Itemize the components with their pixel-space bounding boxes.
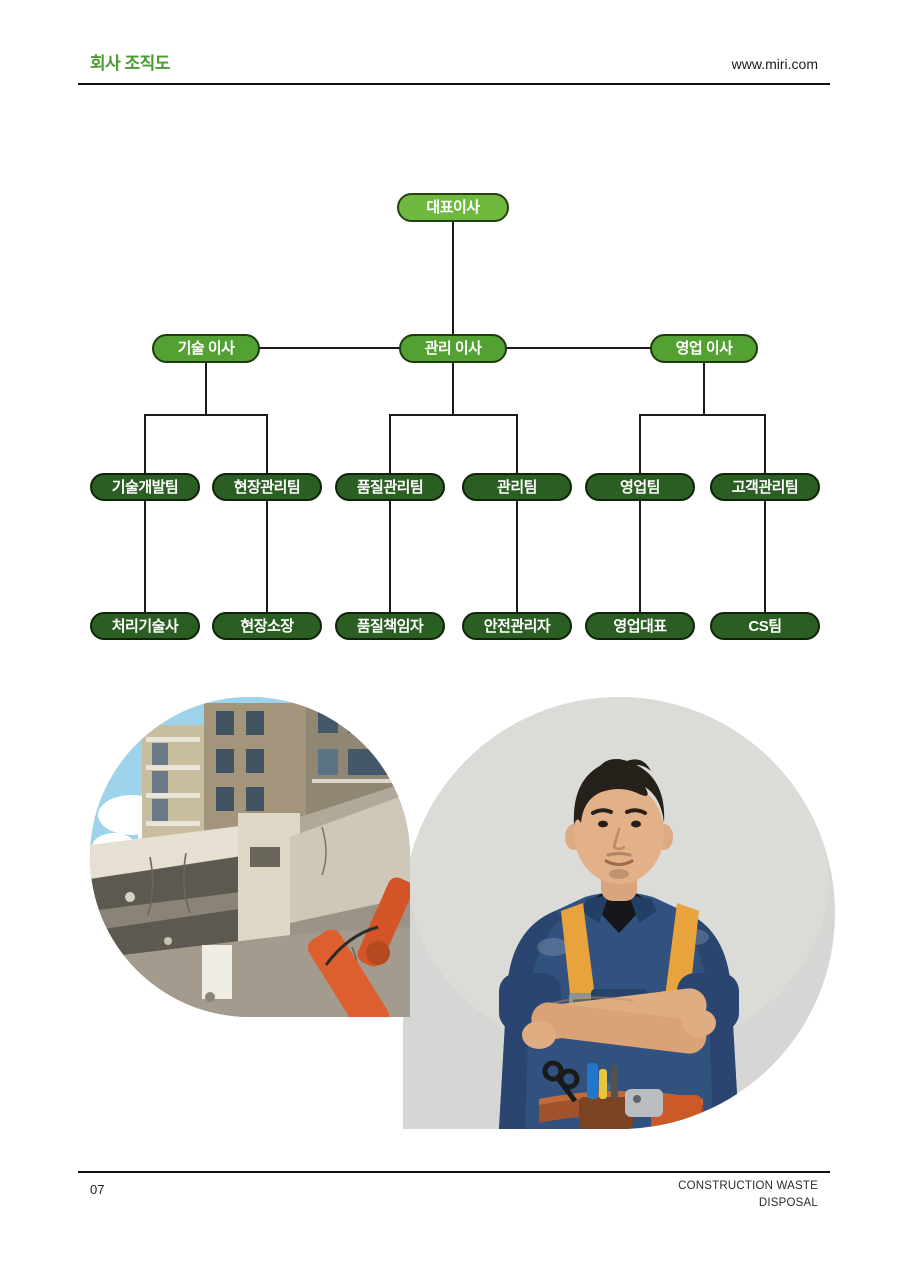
org-node-team-sales: 영업팀 xyxy=(585,473,695,501)
connector-line xyxy=(639,501,641,612)
connector-line xyxy=(703,363,705,416)
connector-line xyxy=(516,414,518,473)
worker-head xyxy=(565,759,673,901)
connector-line xyxy=(389,414,391,473)
org-node-role-sales-rep: 영업대표 xyxy=(585,612,695,640)
excavator-arm xyxy=(307,877,410,1017)
connector-line xyxy=(144,501,146,612)
org-node-role-safety-manager: 안전관리자 xyxy=(462,612,572,640)
connector-line xyxy=(205,363,207,416)
worker-portrait-photo xyxy=(403,697,835,1129)
header-website-text: www.miri.com xyxy=(731,56,818,72)
org-node-director-management: 관리 이사 xyxy=(399,334,507,363)
connector-line xyxy=(144,414,268,416)
connector-line xyxy=(764,501,766,612)
org-node-director-tech: 기술 이사 xyxy=(152,334,260,363)
demolition-site-photo xyxy=(90,697,410,1017)
org-node-role-site-manager: 현장소장 xyxy=(212,612,322,640)
footer-caption-line1: CONSTRUCTION WASTE xyxy=(678,1180,818,1192)
connector-line xyxy=(452,363,454,416)
org-node-director-sales: 영업 이사 xyxy=(650,334,758,363)
connector-line xyxy=(452,221,454,349)
connector-line xyxy=(764,414,766,473)
org-node-role-disposal-engineer: 처리기술사 xyxy=(90,612,200,640)
org-chart: 대표이사 기술 이사 관리 이사 영업 이사 기술개발팀 현장관리팀 품질관리팀… xyxy=(90,193,820,640)
org-node-team-quality: 품질관리팀 xyxy=(335,473,445,501)
connector-line xyxy=(639,414,641,473)
org-node-team-customer: 고객관리팀 xyxy=(710,473,820,501)
connector-line xyxy=(516,501,518,612)
footer-divider xyxy=(78,1171,830,1173)
crossed-arms xyxy=(499,973,739,1054)
org-node-team-tech-dev: 기술개발팀 xyxy=(90,473,200,501)
org-node-ceo: 대표이사 xyxy=(397,193,509,222)
connector-line xyxy=(639,414,766,416)
header-divider xyxy=(78,83,830,85)
page-number: 07 xyxy=(90,1182,105,1197)
org-node-team-management: 관리팀 xyxy=(462,473,572,501)
connector-line xyxy=(389,414,518,416)
connector-line xyxy=(389,501,391,612)
connector-line xyxy=(266,501,268,612)
footer-caption-line2: DISPOSAL xyxy=(758,1197,818,1209)
org-node-role-cs-team: CS팀 xyxy=(710,612,820,640)
page-title: 회사 조직도 xyxy=(90,54,170,73)
connector-line xyxy=(266,414,268,473)
footer-caption: CONSTRUCTION WASTE DISPOSAL xyxy=(678,1178,818,1212)
org-node-team-site-management: 현장관리팀 xyxy=(212,473,322,501)
tool-belt xyxy=(539,1060,703,1129)
connector-line xyxy=(144,414,146,473)
org-node-role-quality-officer: 품질책임자 xyxy=(335,612,445,640)
